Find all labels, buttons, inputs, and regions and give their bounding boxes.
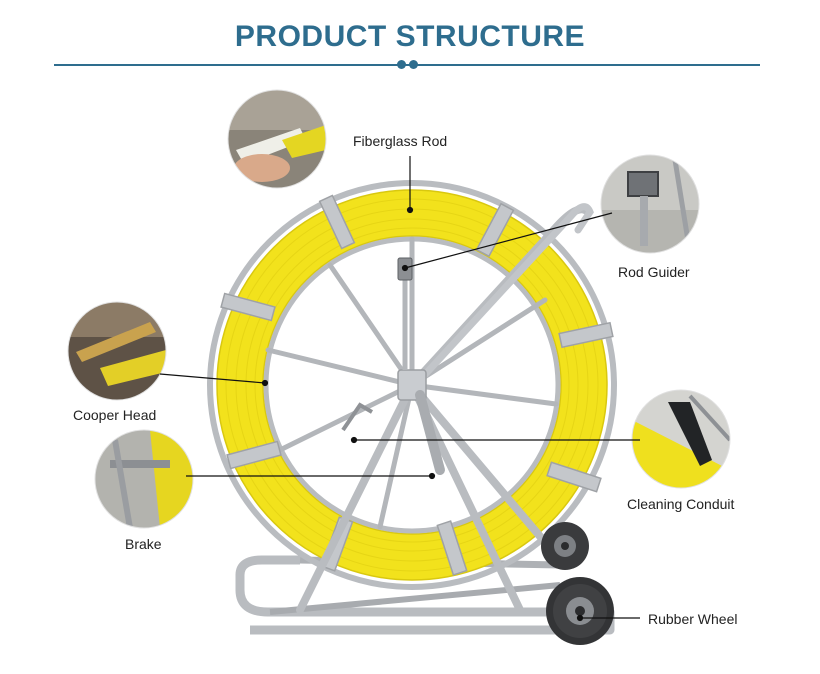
reel bbox=[207, 180, 617, 645]
fiberglass-rod-label: Fiberglass Rod bbox=[353, 133, 448, 149]
divider-dot-right bbox=[409, 60, 418, 69]
fiberglass-rod-photo bbox=[227, 89, 327, 189]
divider-dot-left bbox=[397, 60, 406, 69]
rod-guider-photo bbox=[600, 154, 700, 254]
leader-lines bbox=[159, 156, 640, 622]
page-title: PRODUCT STRUCTURE bbox=[234, 20, 586, 53]
cleaning-conduit-photo bbox=[631, 389, 731, 489]
brake-label: Brake bbox=[125, 536, 162, 552]
rod-guider-label: Rod Guider bbox=[618, 264, 690, 280]
cooper-head-photo bbox=[67, 301, 167, 401]
brake-photo bbox=[94, 429, 194, 529]
title-divider bbox=[54, 64, 760, 66]
front-wheel bbox=[546, 577, 614, 645]
rear-wheel bbox=[541, 522, 589, 570]
rubber-wheel-label: Rubber Wheel bbox=[648, 611, 738, 627]
cleaning-conduit-label: Cleaning Conduit bbox=[627, 496, 735, 512]
cooper-head-label: Cooper Head bbox=[73, 407, 157, 423]
